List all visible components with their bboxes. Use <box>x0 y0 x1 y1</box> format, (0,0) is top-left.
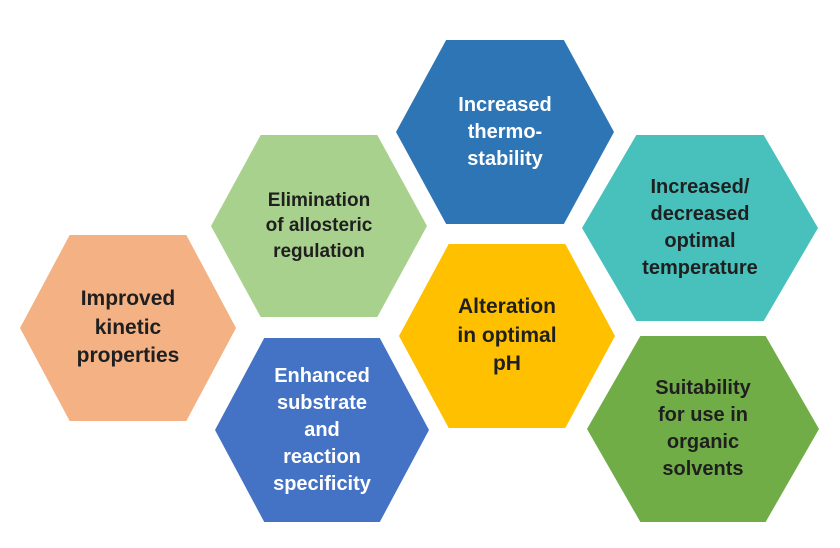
hexagon-label-increased-thermostability: Increased thermo- stability <box>458 93 552 170</box>
hexagon-alteration-optimal-ph <box>399 244 615 428</box>
hexagon-label-suitability-organic-solvents: Suitability for use in organic solvents <box>655 377 751 480</box>
hexagon-improved-kinetic-properties <box>20 235 236 421</box>
hexagon-increased-decreased-optimal-temperature <box>582 135 818 321</box>
hexagon-label-elimination-allosteric-regulation: Elimination of allosteric regulation <box>265 189 373 262</box>
hexagon-suitability-organic-solvents <box>587 336 819 522</box>
hexagon-elimination-allosteric-regulation <box>211 135 427 317</box>
hexagon-label-enhanced-substrate-reaction-specificity: Enhanced substrate and reaction specific… <box>273 364 371 495</box>
hexagon-label-improved-kinetic-properties: Improved kinetic properties <box>76 287 180 368</box>
hexagon-label-increased-decreased-optimal-temperature: Increased/ decreased optimal temperature <box>642 176 758 279</box>
hexagon-increased-thermostability <box>396 40 614 224</box>
hexagon-label-alteration-optimal-ph: Alteration in optimal pH <box>457 295 557 376</box>
hexagon-enhanced-substrate-reaction-specificity <box>215 338 429 522</box>
